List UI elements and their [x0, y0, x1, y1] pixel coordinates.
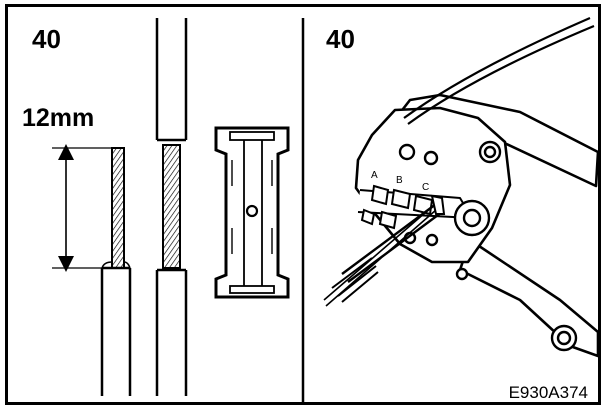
right-step-number: 40	[326, 24, 355, 54]
slot-label-c: C	[422, 182, 429, 193]
splice-connector	[214, 126, 290, 299]
inserted-wires	[323, 194, 446, 307]
left-step-number: 40	[32, 24, 61, 54]
exposed-conductor	[111, 147, 125, 269]
joined-conductor	[162, 144, 181, 269]
outer-border	[5, 4, 601, 405]
tool-cable	[403, 16, 595, 125]
slot-label-b: B	[396, 175, 403, 186]
stripped-wire	[100, 147, 132, 396]
crimp-slot-letters: A B C	[371, 170, 429, 193]
figure-code: E930A374	[508, 383, 588, 402]
tool-pivot-bolts	[398, 140, 578, 352]
strip-length-label: 12mm	[22, 104, 95, 132]
crimp-slots	[360, 184, 434, 230]
dimension-marker	[52, 144, 112, 272]
spliced-wire	[155, 18, 188, 396]
slot-label-a: A	[371, 170, 378, 181]
